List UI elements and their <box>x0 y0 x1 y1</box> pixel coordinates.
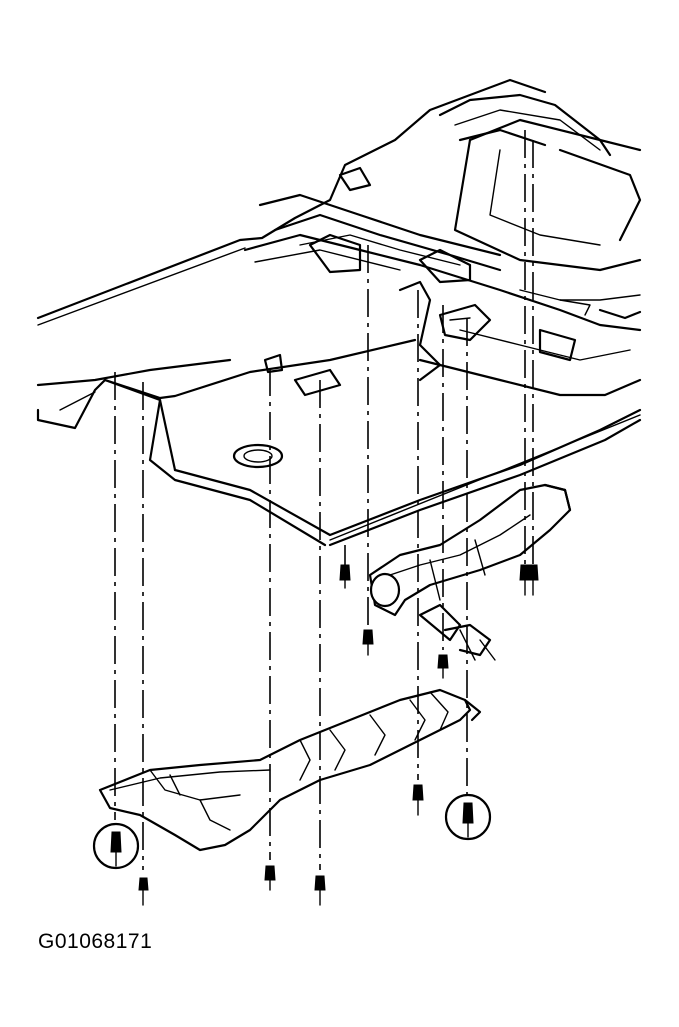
underbody-floor-pan <box>36 78 642 547</box>
nut-6 <box>437 654 449 679</box>
nut-9 <box>527 564 539 596</box>
figure-id-label: G01068171 <box>38 930 153 953</box>
nut-3 <box>314 875 326 906</box>
nut-1 <box>138 877 149 906</box>
nut-7 <box>339 564 351 589</box>
rear-exhaust-pipe <box>368 483 572 617</box>
fasteners <box>138 564 539 906</box>
pipe-hangers <box>418 603 496 661</box>
circled-fastener-left <box>92 822 140 870</box>
circled-fastener-right <box>444 793 492 841</box>
nut-2 <box>264 865 276 891</box>
nut-4 <box>362 629 374 656</box>
front-heat-shield <box>98 688 482 852</box>
installation-guide-lines <box>114 130 534 870</box>
nut-5 <box>412 784 424 816</box>
